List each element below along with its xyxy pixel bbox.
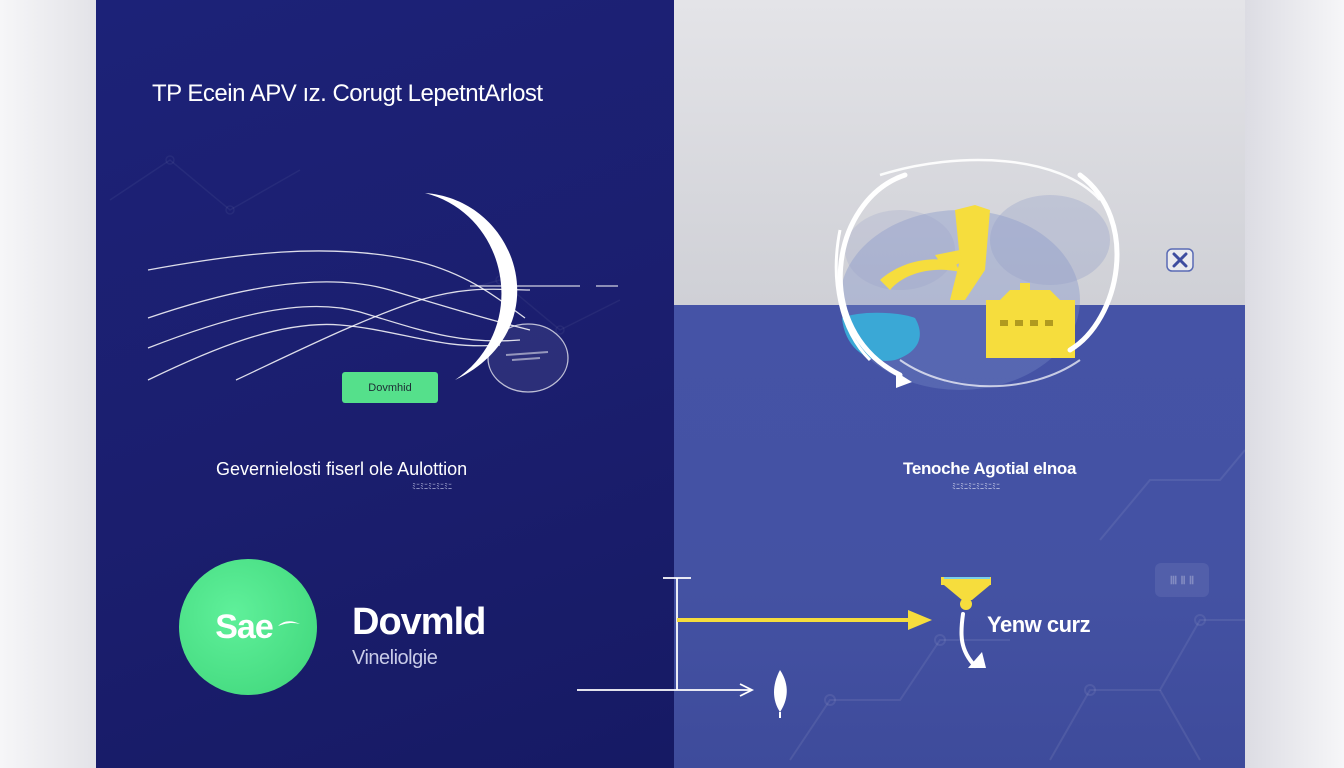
- feature-subtitle-left: ﾐﾆﾐﾆﾐﾆﾐﾆﾐﾆ: [412, 482, 452, 491]
- brand-logo: Sae: [179, 559, 317, 695]
- page-margin-right: [1245, 0, 1344, 768]
- feature-title-left: Gevernielosti fiserl ole Aulottion: [216, 459, 468, 479]
- feature-subtitle-right: ﾐﾆﾐﾆﾐﾆﾐﾆﾐﾆﾐﾆ: [952, 482, 1000, 491]
- close-icon: [1166, 248, 1194, 272]
- feature-title-right: Tenoche Agotial elnoa: [903, 459, 1077, 478]
- logo-text: Sae: [215, 607, 273, 646]
- diagram-caption: Yenw curz: [987, 612, 1091, 637]
- faded-badge: Ⅲ Ⅱ Ⅱ: [1155, 563, 1209, 597]
- page-title: TP Ecein APV ız. Corugt LepetntArlost: [152, 80, 543, 107]
- brand-name: Dovmld: [352, 601, 486, 643]
- download-button[interactable]: Dovmhid: [342, 372, 438, 403]
- logo-swoosh-icon: [278, 621, 300, 626]
- close-button[interactable]: [1164, 244, 1196, 276]
- brand-tagline: Vineliolgie: [352, 647, 438, 669]
- page-margin-left: [0, 0, 96, 768]
